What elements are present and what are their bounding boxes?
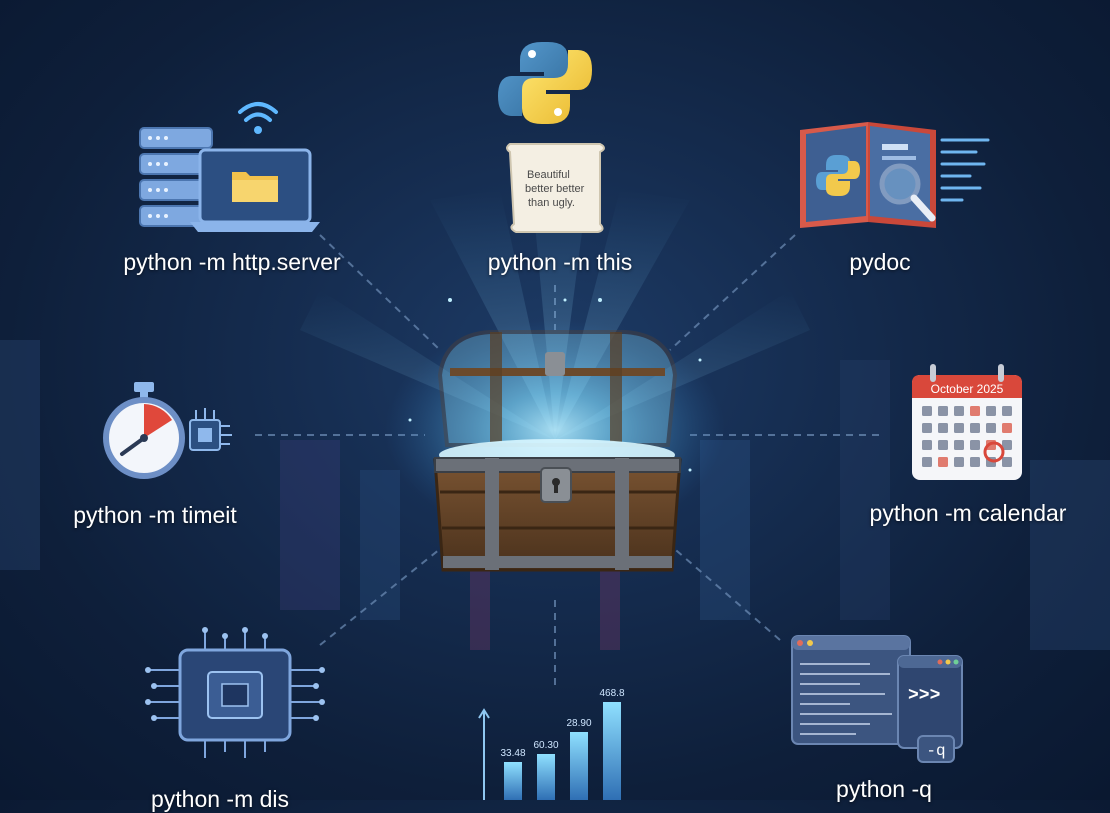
terminal-prompt: >>> bbox=[908, 686, 940, 706]
scroll-icon: Beautiful better better than ugly. bbox=[506, 143, 605, 233]
connector-lines bbox=[255, 234, 880, 690]
calendar-day-cell bbox=[938, 423, 948, 433]
chart-bar-value: 468.8 bbox=[599, 688, 624, 699]
calendar-label: python -m calendar bbox=[869, 500, 1067, 526]
calendar-day-cell bbox=[1002, 423, 1012, 433]
calendar-icon: October 2025 bbox=[912, 364, 1022, 480]
server-laptop-wifi-icon bbox=[139, 102, 320, 232]
calendar-day-cell bbox=[954, 457, 964, 467]
chart-bar-value: 60.30 bbox=[533, 740, 558, 751]
calendar-day-cell bbox=[954, 423, 964, 433]
calendar-day-cell bbox=[954, 406, 964, 416]
calendar-day-cell bbox=[986, 406, 996, 416]
calendar-day-cell bbox=[922, 457, 932, 467]
calendar-day-cell bbox=[970, 423, 980, 433]
calendar-day-cell bbox=[922, 423, 932, 433]
calendar-day-cell bbox=[954, 440, 964, 450]
chart-bar bbox=[537, 754, 555, 800]
chart-bar-value: 28.90 bbox=[566, 718, 591, 729]
calendar-day-cell bbox=[970, 457, 980, 467]
calendar-day-cell bbox=[938, 440, 948, 450]
calendar-day-cell bbox=[938, 406, 948, 416]
calendar-day-cell bbox=[970, 440, 980, 450]
terminal-window-icon: >>> -q bbox=[791, 635, 963, 763]
calendar-header: October 2025 bbox=[931, 382, 1004, 396]
cpu-chip-icon bbox=[145, 627, 325, 758]
stopwatch-chip-icon bbox=[103, 382, 232, 479]
treasure-chest-icon bbox=[433, 330, 682, 572]
chart-bar-value: 33.48 bbox=[500, 748, 525, 759]
scroll-line-2: better better bbox=[525, 183, 585, 195]
quiet-label: python -q bbox=[836, 776, 932, 802]
background-data-columns bbox=[0, 340, 1110, 650]
calendar-day-cell bbox=[938, 457, 948, 467]
chart-bar bbox=[570, 732, 588, 800]
sparkles bbox=[408, 298, 702, 472]
timeit-label: python -m timeit bbox=[73, 502, 237, 528]
http-server-label: python -m http.server bbox=[123, 249, 341, 275]
calendar-day-cell bbox=[922, 440, 932, 450]
calendar-day-cell bbox=[1002, 457, 1012, 467]
scroll-line-1: Beautiful bbox=[527, 169, 570, 181]
scroll-line-3: than ugly. bbox=[528, 197, 575, 209]
calendar-day-cell bbox=[970, 406, 980, 416]
pydoc-label: pydoc bbox=[849, 249, 911, 275]
python-logo-icon bbox=[498, 42, 592, 124]
terminal-flag: -q bbox=[926, 742, 945, 760]
chart-bar bbox=[603, 702, 621, 800]
calendar-day-cell bbox=[1002, 440, 1012, 450]
calendar-day-cell bbox=[922, 406, 932, 416]
calendar-day-cell bbox=[986, 423, 996, 433]
open-book-magnifier-icon bbox=[800, 122, 990, 228]
bar-chart-icon: 33.48 60.30 28.90 468.8 bbox=[478, 688, 625, 800]
this-label: python -m this bbox=[487, 249, 633, 275]
calendar-day-cell bbox=[1002, 406, 1012, 416]
chart-bar bbox=[504, 762, 522, 800]
